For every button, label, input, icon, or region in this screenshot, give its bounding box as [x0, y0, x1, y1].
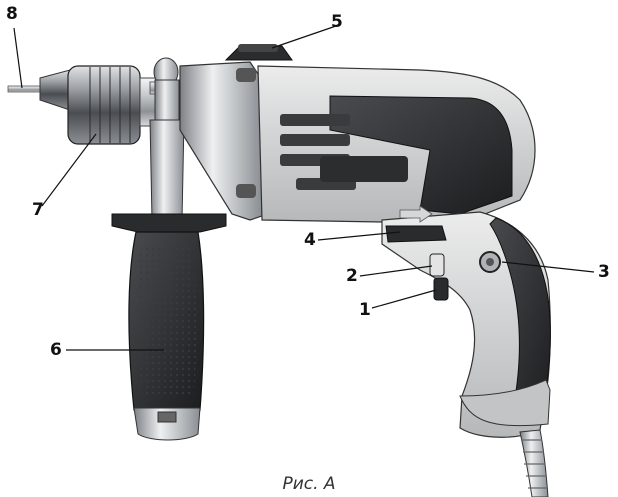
callout-1: 1: [359, 300, 371, 320]
leader-line-2: [359, 265, 433, 277]
callout-2: 2: [346, 266, 358, 286]
callout-7: 7: [32, 200, 44, 220]
figure-caption: Рис. А: [282, 474, 336, 494]
leader-line-4: [317, 231, 401, 241]
gear-housing: [179, 61, 263, 221]
callout-5: 5: [331, 12, 343, 32]
auxiliary-handle: [111, 213, 227, 441]
leader-line-3: [501, 261, 595, 273]
keyless-chuck: [39, 65, 161, 145]
mode-selector: [224, 44, 293, 61]
callout-4: 4: [304, 230, 316, 250]
motor-housing: [257, 65, 536, 223]
leader-line-1: [371, 289, 437, 309]
pistol-grip: [381, 211, 551, 497]
trigger-assembly: [385, 205, 501, 301]
leader-line-5: [271, 25, 337, 49]
callout-3: 3: [598, 262, 610, 282]
leader-lines: [13, 25, 595, 351]
callout-6: 6: [50, 340, 62, 360]
leader-line-7: [41, 133, 97, 207]
leader-line-8: [13, 27, 23, 89]
aux-handle-stem: [149, 119, 185, 221]
callout-8: 8: [6, 4, 18, 24]
